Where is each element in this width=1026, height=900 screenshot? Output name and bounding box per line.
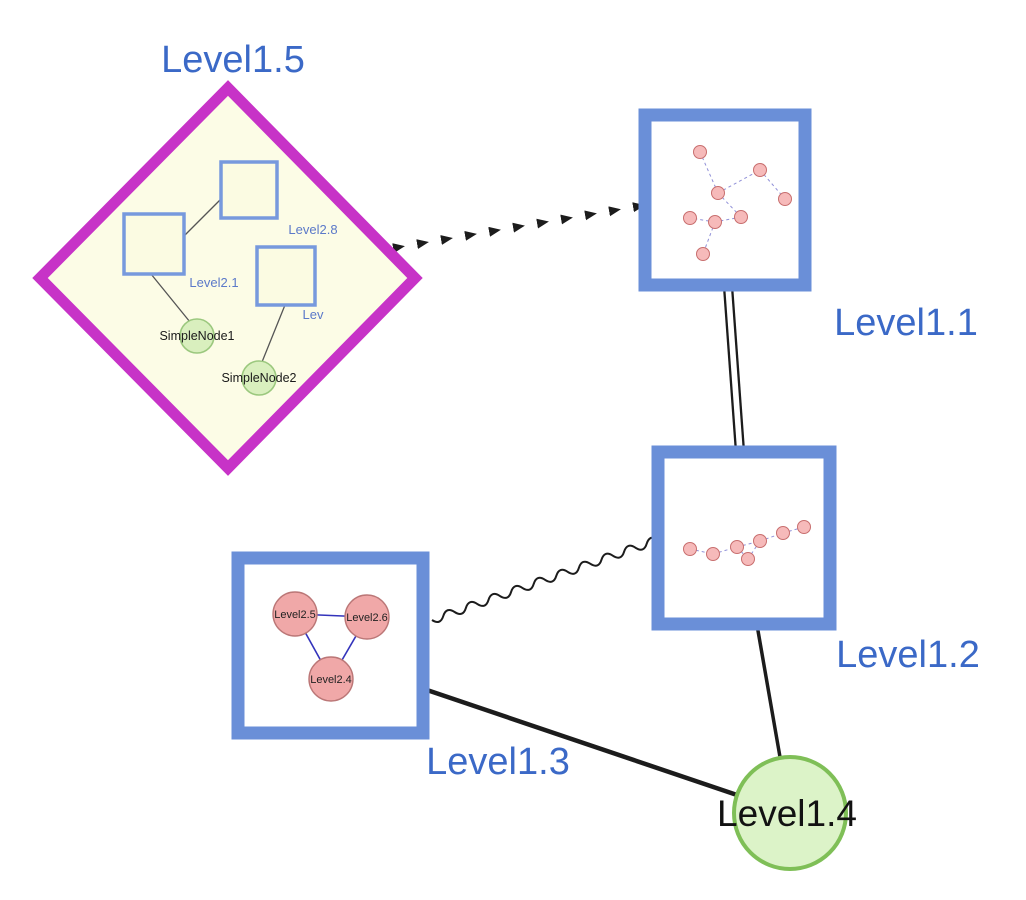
- level1_5-diamond-shape[interactable]: [32, 80, 423, 476]
- node-level1_1: Level1.1: [638, 108, 978, 344]
- child-node-level2_6[interactable]: [344, 594, 390, 640]
- level1_5-label: Level1.5: [161, 39, 305, 81]
- mini-node[interactable]: [797, 520, 811, 534]
- node-level1_2: Level1.2: [651, 445, 980, 676]
- child-node-simplenode2[interactable]: [241, 360, 277, 396]
- mini-node[interactable]: [711, 186, 725, 200]
- mini-node[interactable]: [741, 552, 755, 566]
- level1_4-circle[interactable]: [732, 755, 848, 871]
- child-node-level2_4[interactable]: [308, 656, 354, 702]
- mini-node[interactable]: [753, 534, 767, 548]
- edge-level1_5-to-level1_1[interactable]: [392, 202, 645, 254]
- level1_2-mini-nodes: [683, 520, 811, 566]
- node-level1_3: Level2.5 Level2.6 Level2.4 Level1.3: [231, 551, 570, 783]
- mini-node[interactable]: [734, 210, 748, 224]
- node-level1_5: Level1.5 Level2.8 Level2.1 Lev SimpleNod…: [32, 39, 423, 476]
- edges-layer: [392, 202, 782, 798]
- mini-node[interactable]: [776, 526, 790, 540]
- mini-node[interactable]: [708, 215, 722, 229]
- level1_1-label: Level1.1: [834, 302, 978, 344]
- mini-node[interactable]: [696, 247, 710, 261]
- level1_2-box[interactable]: [651, 445, 837, 631]
- child-node-level2_5[interactable]: [272, 591, 318, 637]
- edge-level1_2-to-level1_4[interactable]: [755, 624, 782, 758]
- edge-level1_3-to-level1_4[interactable]: [423, 686, 738, 798]
- level1_3-label: Level1.3: [426, 741, 570, 783]
- node-level1_4: Level1.4: [717, 755, 857, 871]
- child-node-square-left[interactable]: [122, 212, 186, 276]
- level1_2-label: Level1.2: [836, 634, 980, 676]
- level1_1-mini-nodes: [683, 145, 792, 261]
- mini-node[interactable]: [683, 542, 697, 556]
- child-node-simplenode1[interactable]: [179, 318, 215, 354]
- mini-node[interactable]: [753, 163, 767, 177]
- inner-edge-left-to-top[interactable]: [183, 197, 223, 237]
- mini-node[interactable]: [683, 211, 697, 225]
- mini-node[interactable]: [730, 540, 744, 554]
- inner-edge-left-to-simplenode1[interactable]: [150, 273, 191, 323]
- mini-node[interactable]: [706, 547, 720, 561]
- child-node-square-top[interactable]: [219, 160, 279, 220]
- child-node-square-right[interactable]: [255, 245, 317, 307]
- mini-node[interactable]: [778, 192, 792, 206]
- inner-edge-right-to-simplenode2[interactable]: [261, 304, 286, 363]
- edge-level1_1-to-level1_2[interactable]: [722, 285, 746, 453]
- edge-level1_3-to-level1_2[interactable]: [431, 536, 659, 624]
- level1_5-inner-edges: [150, 197, 286, 363]
- level1_3-box[interactable]: [231, 551, 430, 740]
- mini-node[interactable]: [693, 145, 707, 159]
